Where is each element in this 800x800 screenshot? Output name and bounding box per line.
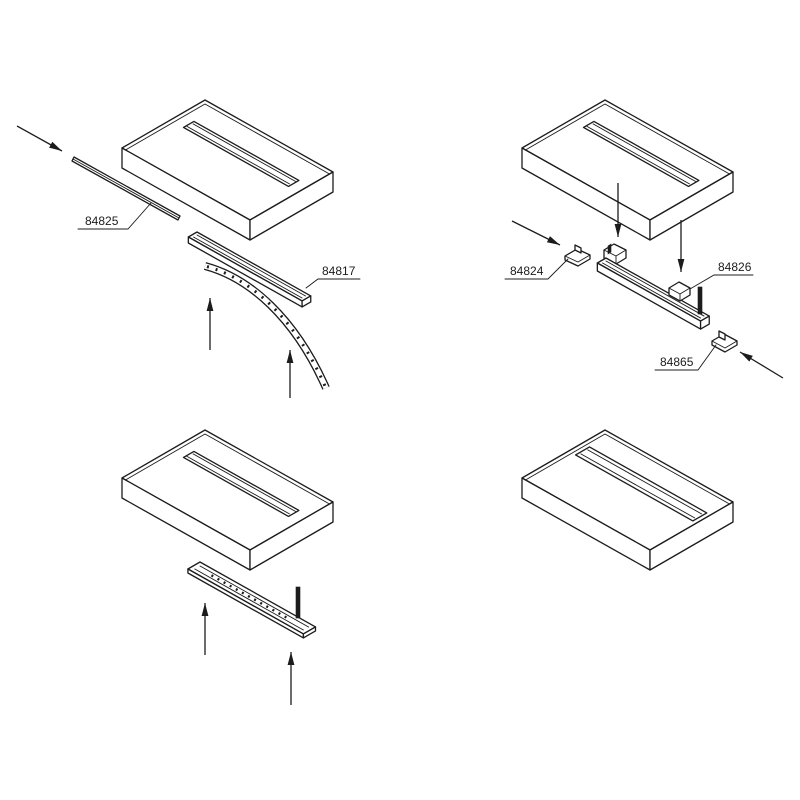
clip-spring [607, 243, 612, 255]
ceiling-slab [121, 429, 334, 571]
slot-inner-line [585, 125, 690, 185]
slot-outline [582, 120, 700, 188]
part-number-label: 84826 [718, 260, 752, 274]
ceiling-slab [521, 429, 734, 571]
installed-profile-line [580, 453, 696, 519]
part-number-label: 84865 [660, 355, 694, 369]
callout-leader [77, 202, 152, 230]
power-cable [295, 586, 301, 619]
mounting-clip-left [603, 243, 627, 265]
slab-rim-line [125, 433, 330, 505]
callout-84826: 84826 [689, 260, 754, 290]
ceiling-slab [121, 99, 334, 241]
end-cap-tab [574, 244, 582, 254]
profile-channel-line [194, 568, 304, 631]
led-chips [210, 574, 291, 621]
mounting-slot [182, 120, 300, 188]
profile-groove-line [605, 260, 705, 317]
end-cap-arrow-from-right [739, 351, 784, 379]
slab-rim-line [125, 103, 330, 175]
end-cap-edge [564, 254, 591, 263]
slot-outline [182, 120, 300, 188]
installed-profile [574, 446, 708, 522]
slot-inner-line [185, 125, 290, 185]
callout-leader [689, 274, 754, 290]
aluminium-profile [187, 231, 312, 308]
slot-inner-line [192, 453, 297, 513]
profile-groove-line [193, 236, 303, 299]
callout-leader [305, 278, 361, 289]
slot-inner-line [185, 455, 290, 515]
ceiling-slab [521, 99, 734, 241]
mounting-clip-right [668, 281, 691, 302]
callout-84817: 84817 [305, 264, 361, 289]
end-cap-right [711, 330, 738, 353]
callout-leader [504, 258, 569, 280]
assembled-profile [187, 561, 317, 639]
end-cap-arrow-from-left [511, 220, 561, 246]
clip-body [668, 281, 691, 302]
slot-inner-line [592, 123, 697, 183]
slot-outline [182, 450, 300, 518]
callout-84824: 84824 [504, 258, 569, 280]
profile-front-face [187, 236, 303, 308]
slab-rim-line [525, 433, 730, 505]
led-strip-body [204, 263, 329, 390]
end-cap-tab [718, 330, 726, 341]
slot-inner-line [192, 123, 297, 183]
callout-84865: 84865 [654, 344, 717, 371]
diffuser-strip-edge [72, 158, 180, 219]
part-number-label: 84817 [322, 264, 356, 278]
end-cap-left [564, 244, 591, 267]
slab-front-right-face [249, 171, 334, 241]
profile-end-face [301, 295, 312, 308]
panel-step-2: 84824 84826 [504, 99, 784, 379]
profile-channel-line [199, 565, 309, 628]
installed-profile-line [587, 449, 702, 515]
panel-step-3 [121, 429, 334, 705]
slab-front-right-face [649, 501, 734, 571]
slab-rim-line [525, 103, 730, 175]
slab-front-right-face [249, 501, 334, 571]
callout-84825: 84825 [77, 202, 152, 230]
panel-step-1: 84825 84817 [16, 99, 361, 398]
profile-groove-line [196, 234, 306, 297]
insert-arrow-from-left [16, 125, 63, 152]
part-number-label: 84825 [85, 214, 119, 228]
profile-top-face [596, 257, 710, 322]
aluminium-profile [596, 257, 710, 330]
profile-end-face [302, 626, 317, 639]
power-cable [697, 286, 703, 315]
profile-groove-line [602, 262, 702, 319]
mounting-slot [582, 120, 700, 188]
led-strip [203, 262, 330, 390]
part-number-label: 84824 [510, 264, 544, 278]
panel-step-4 [521, 429, 734, 571]
end-cap-edge [711, 340, 738, 349]
callout-leader [654, 344, 717, 371]
profile-end-face [699, 315, 710, 330]
slab-front-right-face [649, 171, 734, 241]
installed-profile-outline [574, 446, 708, 522]
mounting-slot [182, 450, 300, 518]
